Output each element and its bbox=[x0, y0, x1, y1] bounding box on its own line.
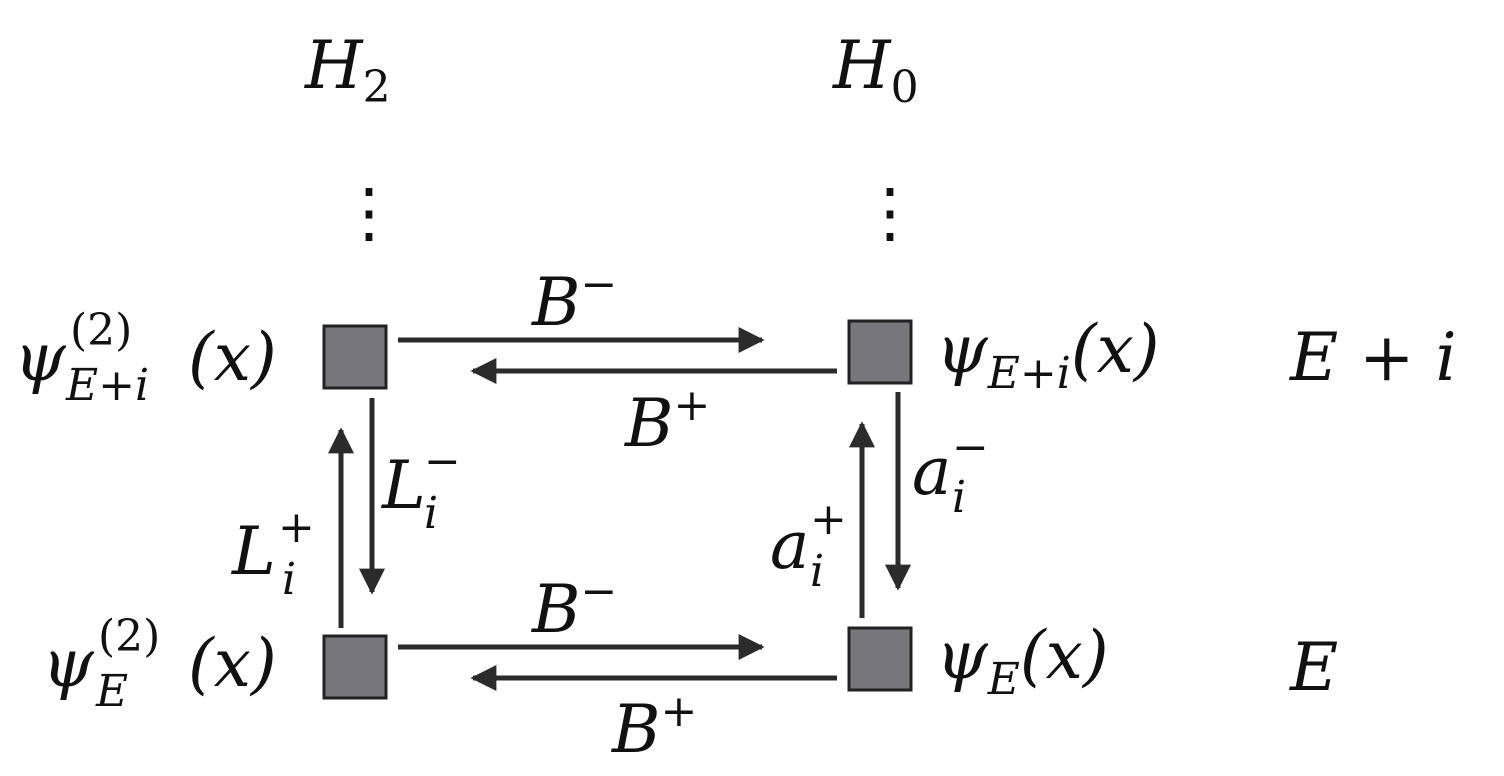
label-a-minus-sign: − bbox=[952, 422, 989, 473]
state-label-bottom-left-symbol: ψ bbox=[42, 625, 95, 702]
label-a-minus-index: i bbox=[952, 472, 966, 523]
label-a-plus-sign: + bbox=[810, 494, 847, 545]
column-header-h2: H2 bbox=[304, 27, 391, 113]
state-label-bottom-left-subscript: E bbox=[95, 666, 128, 717]
label-l-plus-index: i bbox=[282, 554, 296, 605]
energy-label-top: E + i bbox=[1289, 319, 1457, 396]
label-l-minus-index: i bbox=[424, 488, 438, 539]
label-l-plus-symbol: L bbox=[231, 513, 276, 590]
state-label-top-left-subscript: E+i bbox=[65, 360, 149, 411]
state-label-top-left-symbol: ψ bbox=[14, 319, 67, 396]
label-b-minus-top: B− bbox=[531, 259, 617, 341]
column-header-h0: H0 bbox=[832, 27, 919, 113]
label-a-plus-symbol: a bbox=[770, 507, 809, 584]
state-label-top-right: ψE+i(x) bbox=[936, 311, 1160, 399]
label-a-minus-symbol: a bbox=[912, 433, 951, 510]
label-b-plus-bottom: B+ bbox=[611, 686, 697, 768]
label-l-minus-symbol: L bbox=[381, 447, 426, 524]
label-l-plus-sign: + bbox=[278, 502, 315, 553]
node-bottom-right bbox=[847, 626, 913, 692]
state-label-bottom-right: ψE(x) bbox=[936, 617, 1109, 705]
state-label-top-left-superscript: (2) bbox=[70, 305, 132, 356]
label-b-plus-top: B+ bbox=[624, 380, 710, 462]
ellipsis-right: ⋮ bbox=[857, 174, 923, 251]
node-bottom-left bbox=[322, 634, 388, 700]
label-b-minus-bottom: B− bbox=[531, 566, 617, 648]
node-top-right bbox=[847, 319, 913, 385]
node-top-left bbox=[322, 324, 388, 390]
label-l-minus-sign: − bbox=[424, 436, 461, 487]
state-label-bottom-left-superscript: (2) bbox=[98, 611, 160, 662]
ellipsis-left: ⋮ bbox=[336, 174, 402, 251]
state-label-top-left-argument: (x) bbox=[188, 319, 277, 396]
label-a-plus-index: i bbox=[810, 546, 824, 597]
state-label-bottom-left-argument: (x) bbox=[188, 625, 277, 702]
energy-label-bottom: E bbox=[1289, 629, 1338, 706]
